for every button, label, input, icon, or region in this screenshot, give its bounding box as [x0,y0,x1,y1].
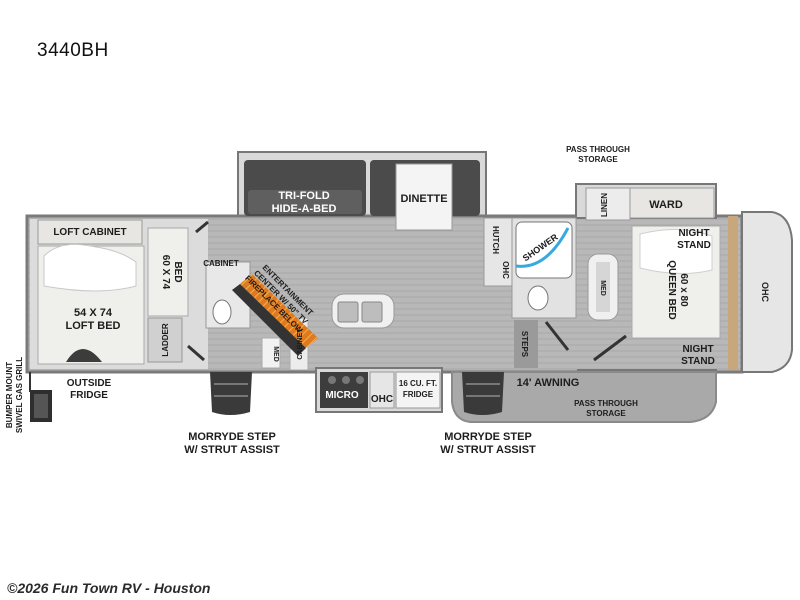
label-night-stand-bottom-2: STAND [681,356,715,367]
label-awning: 14' AWNING [517,377,580,389]
shower-glass [515,227,570,268]
exterior-features [29,372,52,422]
label-med-right: MED [599,280,606,296]
gas-grill-lid [34,394,48,418]
label-tri-fold-2: HIDE-A-BED [272,203,337,215]
label-small-bed-1: 60 X 74 [160,255,171,290]
label-bumper-grill-2: SWIVEL GAS GRILL [15,357,24,433]
label-morryde-right-2: W/ STRUT ASSIST [440,444,536,456]
label-morryde-right-1: MORRYDE STEP [444,431,532,443]
label-fridge-2: FRIDGE [403,390,434,399]
wardrobe [629,187,715,219]
kitchen-island [331,293,395,329]
label-hutch: HUTCH [491,226,500,254]
bunkroom-door-top [195,220,209,234]
sink-left [337,301,359,323]
label-ohc-right: OHC [760,282,770,303]
sofa-dinette [244,160,480,231]
label-small-bed-2: BED [172,261,183,282]
label-loft-bed-2: LOFT BED [66,320,121,332]
med-cabinet-left [261,337,281,369]
label-outside-fridge-1: OUTSIDE [67,378,112,389]
label-dinette: DINETTE [400,193,447,205]
ladder-area [147,317,183,363]
morryde-step-left [210,372,252,415]
label-ward: WARD [649,199,683,211]
label-outside-fridge-2: FRIDGE [70,390,108,401]
label-morryde-left-1: MORRYDE STEP [188,431,276,443]
steps-area [514,320,538,368]
label-loft-bed-1: 54 X 74 [74,307,113,319]
bath-door [544,321,570,351]
label-morryde-left-2: W/ STRUT ASSIST [184,444,280,456]
label-steps: STEPS [520,331,529,358]
label-night-stand-top-2: STAND [677,240,711,251]
mirror [596,262,610,312]
label-med-left: MED [272,346,279,362]
model-title: 3440BH [37,40,109,61]
rear-bunkroom [30,219,209,369]
queen-bed-pillows [639,228,713,275]
label-ohc-kitchen: OHC [371,394,393,405]
label-tri-fold-1: TRI-FOLD [278,190,329,202]
dinette-table [395,163,453,231]
label-pass-through-top-2: STORAGE [578,155,618,164]
front-toilet [527,285,549,311]
label-loft-cabinet: LOFT CABINET [53,227,126,238]
label-queen-bed-2: QUEEN BED [666,260,677,319]
label-cabinet-right: CABINET [297,328,304,360]
ohc-kitchen-cabinet [369,371,395,409]
label-queen-bed-1: 60 x 80 [678,273,689,307]
label-bumper-grill-1: BUMPER MOUNT [5,362,14,428]
bunkroom-door-bottom [187,344,205,362]
label-micro: MICRO [325,390,359,401]
label-pass-through-top-1: PASS THROUGH [566,145,630,154]
tv-cabinet [232,284,306,356]
front-cap [741,211,793,373]
burner-2 [342,376,350,384]
morryde-step-right [462,372,504,415]
label-ohc-hutch: OHC [501,261,510,279]
loft-bed-opening [66,349,102,362]
label-cabinet-left: CABINET [203,259,239,268]
front-wall-trim [728,216,738,370]
fridge-unit [395,371,441,409]
label-night-stand-bottom-1: NIGHT [682,344,713,355]
sink-right [361,301,383,323]
label-ladder: LADDER [161,323,170,357]
hutch [483,217,513,287]
label-night-stand-top-1: NIGHT [678,228,709,239]
label-linen: LINEN [600,193,609,217]
bedroom-door [593,334,627,362]
label-pass-through-bottom-1: PASS THROUGH [574,399,638,408]
entertainment-center [232,274,318,356]
label-fridge-1: 16 CU. FT. [399,379,437,388]
burner-1 [328,376,336,384]
burner-3 [356,376,364,384]
kitchen-appliances [320,371,441,409]
label-pass-through-bottom-2: STORAGE [586,409,626,418]
sofa-cushion [248,190,362,214]
front-bath [483,217,627,368]
linen-closet [585,187,631,221]
small-bed [147,227,189,317]
front-bedroom [585,187,721,339]
awning [451,371,717,423]
watermark-text: ©2026 Fun Town RV - Houston [7,580,211,596]
entry-steps [210,372,504,415]
loft-bed-pillows [43,243,137,292]
rear-toilet [212,299,232,325]
fireplace [240,274,318,348]
loft-cabinet [37,219,143,245]
